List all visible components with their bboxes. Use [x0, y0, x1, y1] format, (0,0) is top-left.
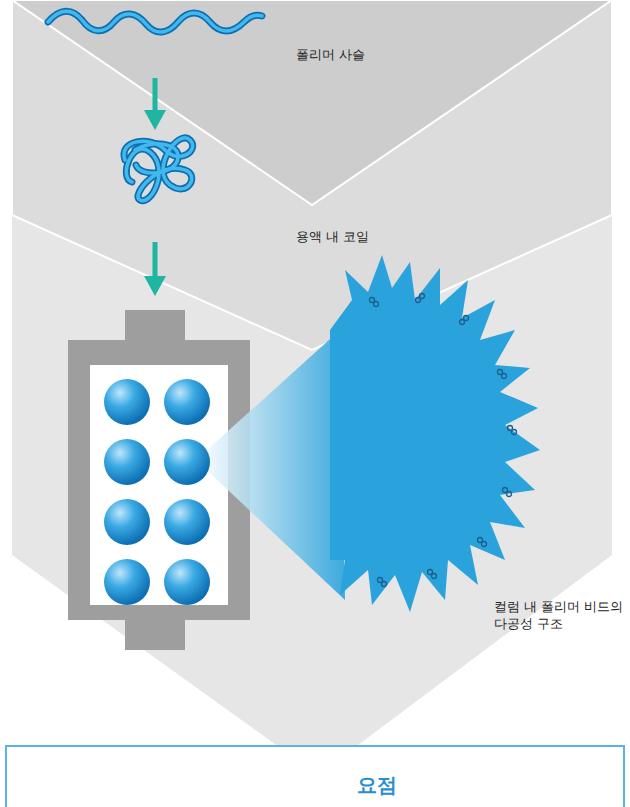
polymer-beads	[104, 379, 210, 605]
background-chevron	[12, 0, 612, 775]
column-nub	[125, 310, 185, 342]
illustration-label: 컬럼 내 폴리머 비드의 다공성 구조	[494, 598, 624, 632]
flow-arrow	[153, 242, 158, 278]
porous-structure	[330, 255, 540, 612]
flow-arrow	[153, 78, 158, 112]
magnify-fan	[196, 330, 345, 600]
pore-molecules	[370, 294, 517, 587]
polymer-chain	[48, 11, 262, 32]
flow-arrow-head	[144, 276, 166, 296]
column-nub	[125, 618, 185, 650]
background-chevron	[12, 0, 612, 205]
polymer-coil	[124, 138, 193, 201]
flow-arrow-head	[144, 110, 166, 130]
illustration-label: 폴리머 사슬	[296, 46, 446, 63]
background-chevron	[12, 0, 612, 350]
polymer-chain	[48, 11, 262, 32]
illustration-label: 용액 내 코일	[296, 228, 446, 245]
column-inner	[90, 365, 228, 605]
key-point-box: 요점	[5, 745, 625, 807]
box-heading: 요점	[357, 773, 397, 797]
